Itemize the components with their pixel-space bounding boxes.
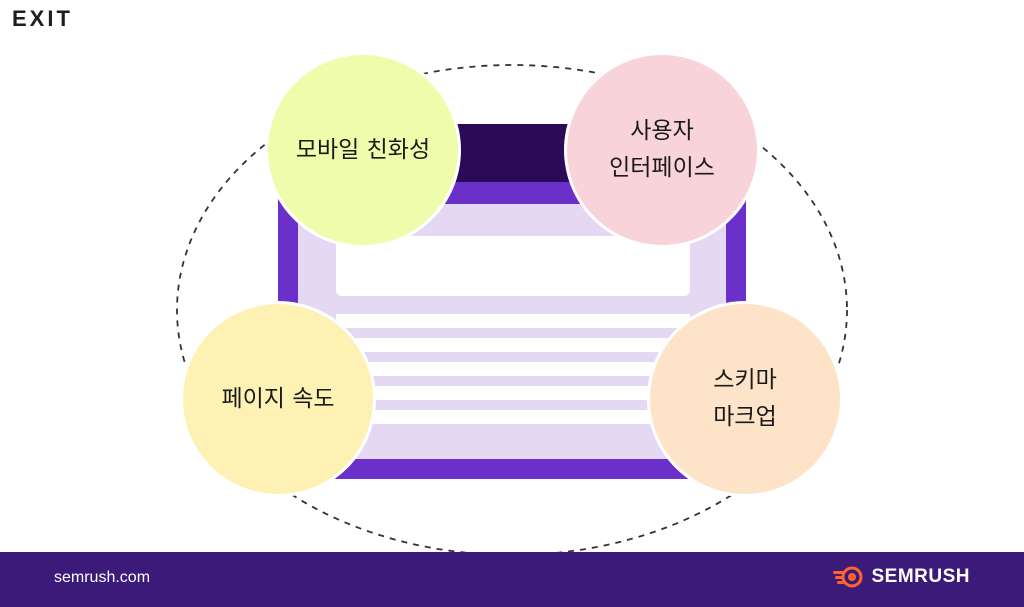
footer-bar: semrush.com SEMRUSH xyxy=(0,552,1024,607)
content-line xyxy=(336,338,690,352)
exit-logo: EXIT xyxy=(12,6,73,31)
website-diagram xyxy=(176,64,848,552)
semrush-flame-icon xyxy=(833,566,863,588)
bubble-schema-markup: 스키마 마크업 xyxy=(650,304,840,494)
footer-url[interactable]: semrush.com xyxy=(54,569,151,586)
content-line xyxy=(336,362,690,376)
bubble-label: 모바일 친화성 xyxy=(295,136,431,163)
dashed-orbit xyxy=(176,64,848,552)
bubble-label: 페이지 속도 xyxy=(221,385,335,412)
brand-name: SEMRUSH xyxy=(871,566,970,587)
brand-logo: SEMRUSH xyxy=(833,566,970,588)
bubble-label: 사용자 인터페이스 xyxy=(609,118,715,181)
bubble-page-speed: 페이지 속도 xyxy=(183,304,373,494)
content-line xyxy=(336,410,690,424)
bubble-label: 스키마 마크업 xyxy=(713,367,777,430)
content-line xyxy=(336,314,690,328)
content-header-block xyxy=(336,236,690,296)
bubble-user-interface: 사용자 인터페이스 xyxy=(567,55,757,245)
content-line xyxy=(336,386,690,400)
bubble-mobile-friendliness: 모바일 친화성 xyxy=(268,55,458,245)
